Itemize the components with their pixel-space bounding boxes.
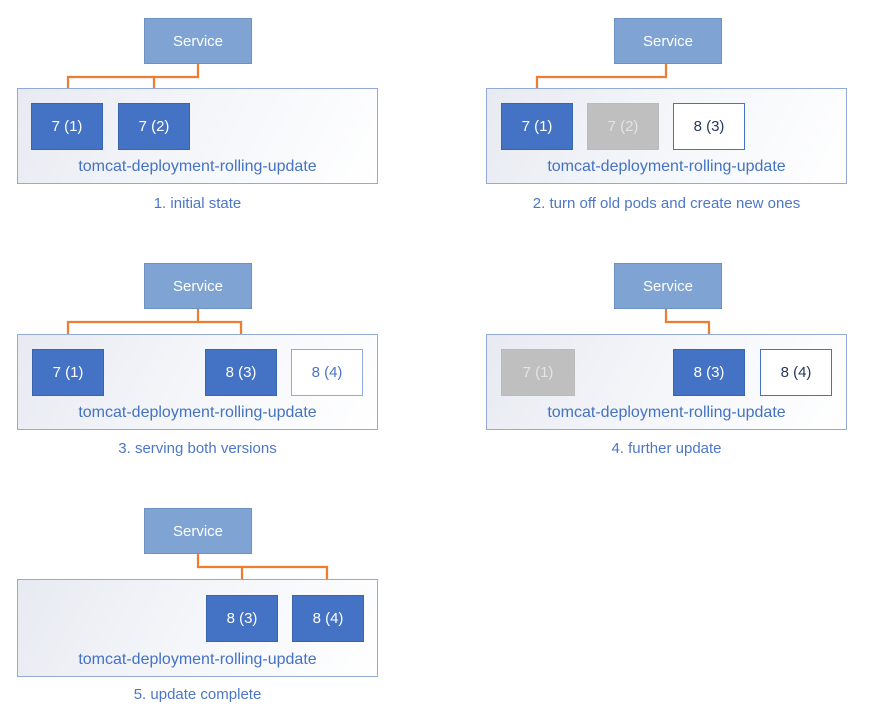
- pod-8-3: 8 (3): [673, 349, 745, 396]
- pod-7-2: 7 (2): [118, 103, 190, 150]
- deployment-label: tomcat-deployment-rolling-update: [78, 404, 317, 421]
- panel-update-complete: Service tomcat-deployment-rolling-update…: [0, 480, 435, 720]
- panel-further-update: Service tomcat-deployment-rolling-update…: [435, 240, 870, 480]
- service-box: Service: [614, 18, 722, 64]
- deployment-label: tomcat-deployment-rolling-update: [547, 404, 786, 421]
- pod-8-3: 8 (3): [206, 595, 278, 642]
- pod-8-4: 8 (4): [292, 595, 364, 642]
- pod-8-4: 8 (4): [291, 349, 363, 396]
- deployment-label: tomcat-deployment-rolling-update: [78, 651, 317, 668]
- deployment-label: tomcat-deployment-rolling-update: [78, 158, 317, 175]
- pod-7-1: 7 (1): [501, 103, 573, 150]
- pod-8-3: 8 (3): [673, 103, 745, 150]
- pod-7-1: 7 (1): [501, 349, 575, 396]
- panel-caption: 5. update complete: [133, 686, 262, 703]
- pod-8-4: 8 (4): [760, 349, 832, 396]
- deployment-label: tomcat-deployment-rolling-update: [547, 158, 786, 175]
- service-box: Service: [614, 263, 722, 309]
- pod-7-2: 7 (2): [587, 103, 659, 150]
- service-box: Service: [144, 263, 252, 309]
- panel-initial-state: Service tomcat-deployment-rolling-update…: [0, 0, 435, 240]
- panel-turn-off-old-pods: Service tomcat-deployment-rolling-update…: [435, 0, 870, 240]
- service-box: Service: [144, 18, 252, 64]
- panel-caption: 1. initial state: [153, 195, 242, 212]
- panel-serving-both-versions: Service tomcat-deployment-rolling-update…: [0, 240, 435, 480]
- pod-7-1: 7 (1): [31, 103, 103, 150]
- panel-caption: 3. serving both versions: [118, 440, 277, 457]
- panel-caption: 2. turn off old pods and create new ones: [532, 195, 801, 212]
- panel-caption: 4. further update: [611, 440, 722, 457]
- pod-7-1: 7 (1): [32, 349, 104, 396]
- service-box: Service: [144, 508, 252, 554]
- pod-8-3: 8 (3): [205, 349, 277, 396]
